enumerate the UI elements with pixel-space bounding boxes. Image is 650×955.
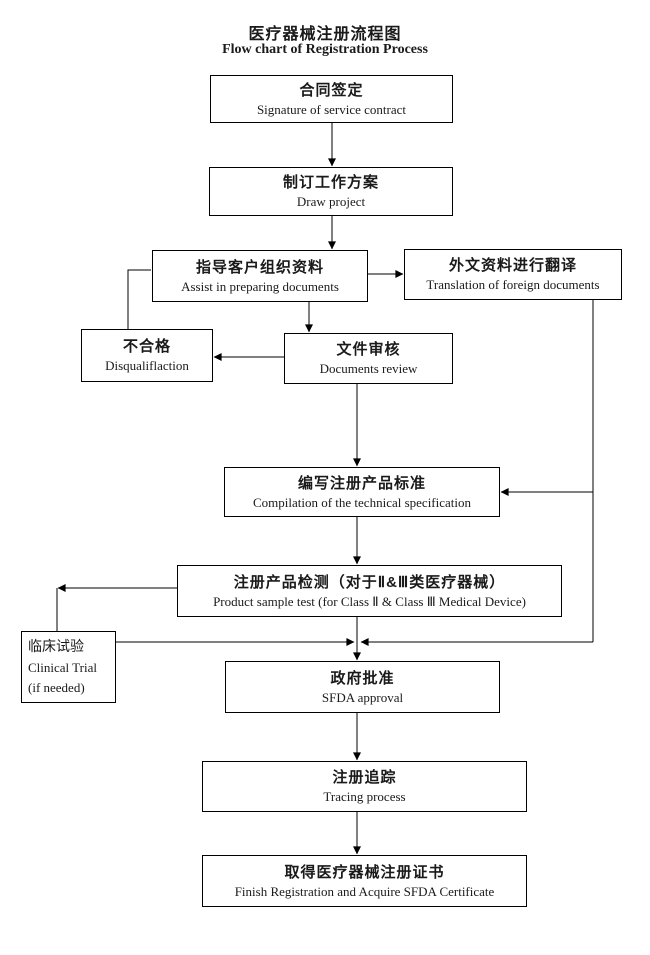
contract-label-cn: 合同签定	[299, 81, 364, 99]
flow-box-clinical-trial: 临床试验 Clinical Trial (if needed)	[21, 631, 116, 703]
flow-box-assist-documents: 指导客户组织资料 Assist in preparing documents	[152, 250, 368, 302]
disqual-label-en: Disqualiflaction	[105, 358, 189, 374]
assist-label-cn: 指导客户组织资料	[195, 258, 324, 276]
flow-box-sfda-approval: 政府批准 SFDA approval	[225, 661, 500, 713]
compilation-label-en: Compilation of the technical specificati…	[252, 494, 472, 510]
certificate-label-en: Finish Registration and Acquire SFDA Cer…	[234, 883, 495, 899]
approval-label-en: SFDA approval	[321, 689, 404, 705]
flow-box-product-sample-test: 注册产品检测（对于Ⅱ&Ⅲ类医疗器械） Product sample test (…	[177, 565, 562, 617]
flow-box-documents-review: 文件审核 Documents review	[284, 333, 453, 384]
product-test-label-en: Product sample test (for Class Ⅱ & Class…	[213, 593, 526, 609]
contract-label-en: Signature of service contract	[256, 101, 407, 117]
tracing-label-en: Tracing process	[323, 789, 406, 805]
assist-label-en: Assist in preparing documents	[181, 278, 339, 294]
review-label-cn: 文件审核	[336, 341, 401, 359]
flow-box-disqualification: 不合格 Disqualiflaction	[81, 329, 213, 382]
disqual-label-cn: 不合格	[122, 338, 171, 356]
translation-label-cn: 外文资料进行翻译	[448, 257, 577, 275]
draw-label-en: Draw project	[296, 194, 366, 210]
flow-box-tracing-process: 注册追踪 Tracing process	[202, 761, 527, 812]
page-title-cn: 医疗器械注册流程图	[248, 26, 402, 43]
approval-label-cn: 政府批准	[330, 669, 395, 687]
flow-box-translation: 外文资料进行翻译 Translation of foreign document…	[404, 249, 622, 300]
flow-box-draw-project: 制订工作方案 Draw project	[209, 167, 453, 216]
translation-label-en: Translation of foreign documents	[426, 277, 600, 293]
tracing-label-cn: 注册追踪	[332, 769, 397, 787]
clinical-label-cn: 临床试验	[28, 638, 84, 654]
clinical-label-note: (if needed)	[28, 679, 85, 695]
page-title-en: Flow chart of Registration Process	[222, 42, 428, 57]
certificate-label-cn: 取得医疗器械注册证书	[284, 863, 445, 881]
review-label-en: Documents review	[319, 361, 418, 377]
flow-box-contract: 合同签定 Signature of service contract	[210, 75, 453, 123]
clinical-label-en: Clinical Trial	[28, 659, 97, 675]
draw-label-cn: 制订工作方案	[282, 174, 379, 192]
compilation-label-cn: 编写注册产品标准	[297, 474, 426, 492]
product-test-label-cn: 注册产品检测（对于Ⅱ&Ⅲ类医疗器械）	[233, 573, 506, 591]
flow-box-certificate: 取得医疗器械注册证书 Finish Registration and Acqui…	[202, 855, 527, 907]
flow-box-compilation: 编写注册产品标准 Compilation of the technical sp…	[224, 467, 500, 517]
